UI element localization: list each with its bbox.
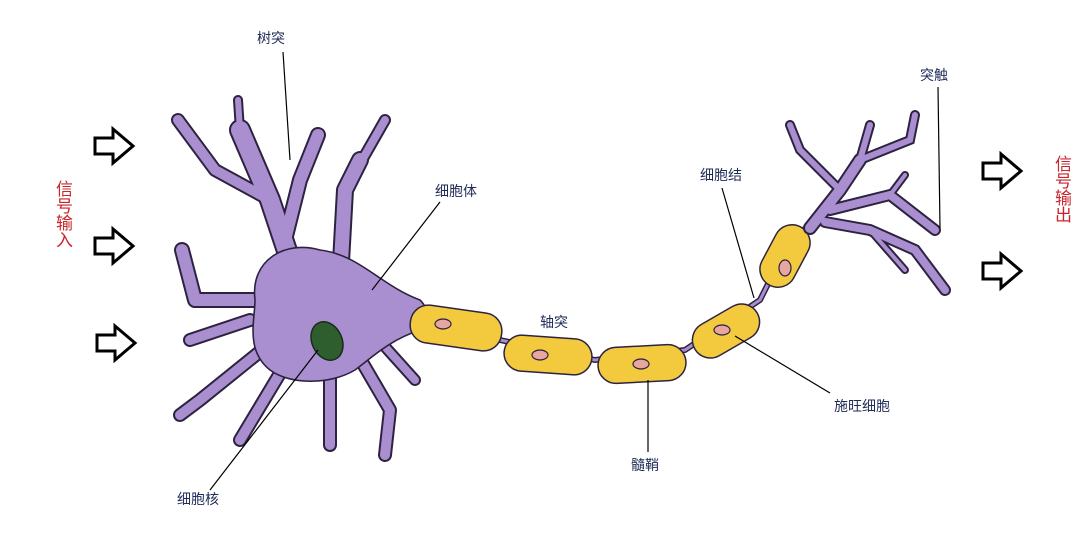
label-schwann: 施旺细胞 xyxy=(834,399,890,415)
signal-output-text: 信号输出 xyxy=(1051,155,1071,223)
output-arrow-icon xyxy=(981,152,1023,190)
leader-lines xyxy=(209,51,941,491)
label-synapse: 突触 xyxy=(920,68,948,84)
label-nucleus: 细胞核 xyxy=(177,492,219,508)
label-node: 细胞结 xyxy=(700,168,742,184)
input-arrow-icon xyxy=(93,227,135,265)
label-myelin: 髓鞘 xyxy=(631,458,659,474)
schwann-nucleus-shapes xyxy=(434,259,792,370)
cell-body-shape xyxy=(171,95,429,462)
label-dendrite: 树突 xyxy=(257,31,285,47)
output-arrow-icon xyxy=(981,252,1023,290)
label-axon: 轴突 xyxy=(540,315,568,331)
myelin-sheath-shapes xyxy=(409,224,811,385)
input-arrow-icon xyxy=(93,127,135,165)
axon-terminal-shape xyxy=(785,110,951,296)
label-cell-body: 细胞体 xyxy=(435,184,477,200)
input-arrow-icon xyxy=(95,324,137,362)
signal-input-text: 信号输入 xyxy=(52,180,72,248)
nucleus-shape xyxy=(310,321,344,361)
